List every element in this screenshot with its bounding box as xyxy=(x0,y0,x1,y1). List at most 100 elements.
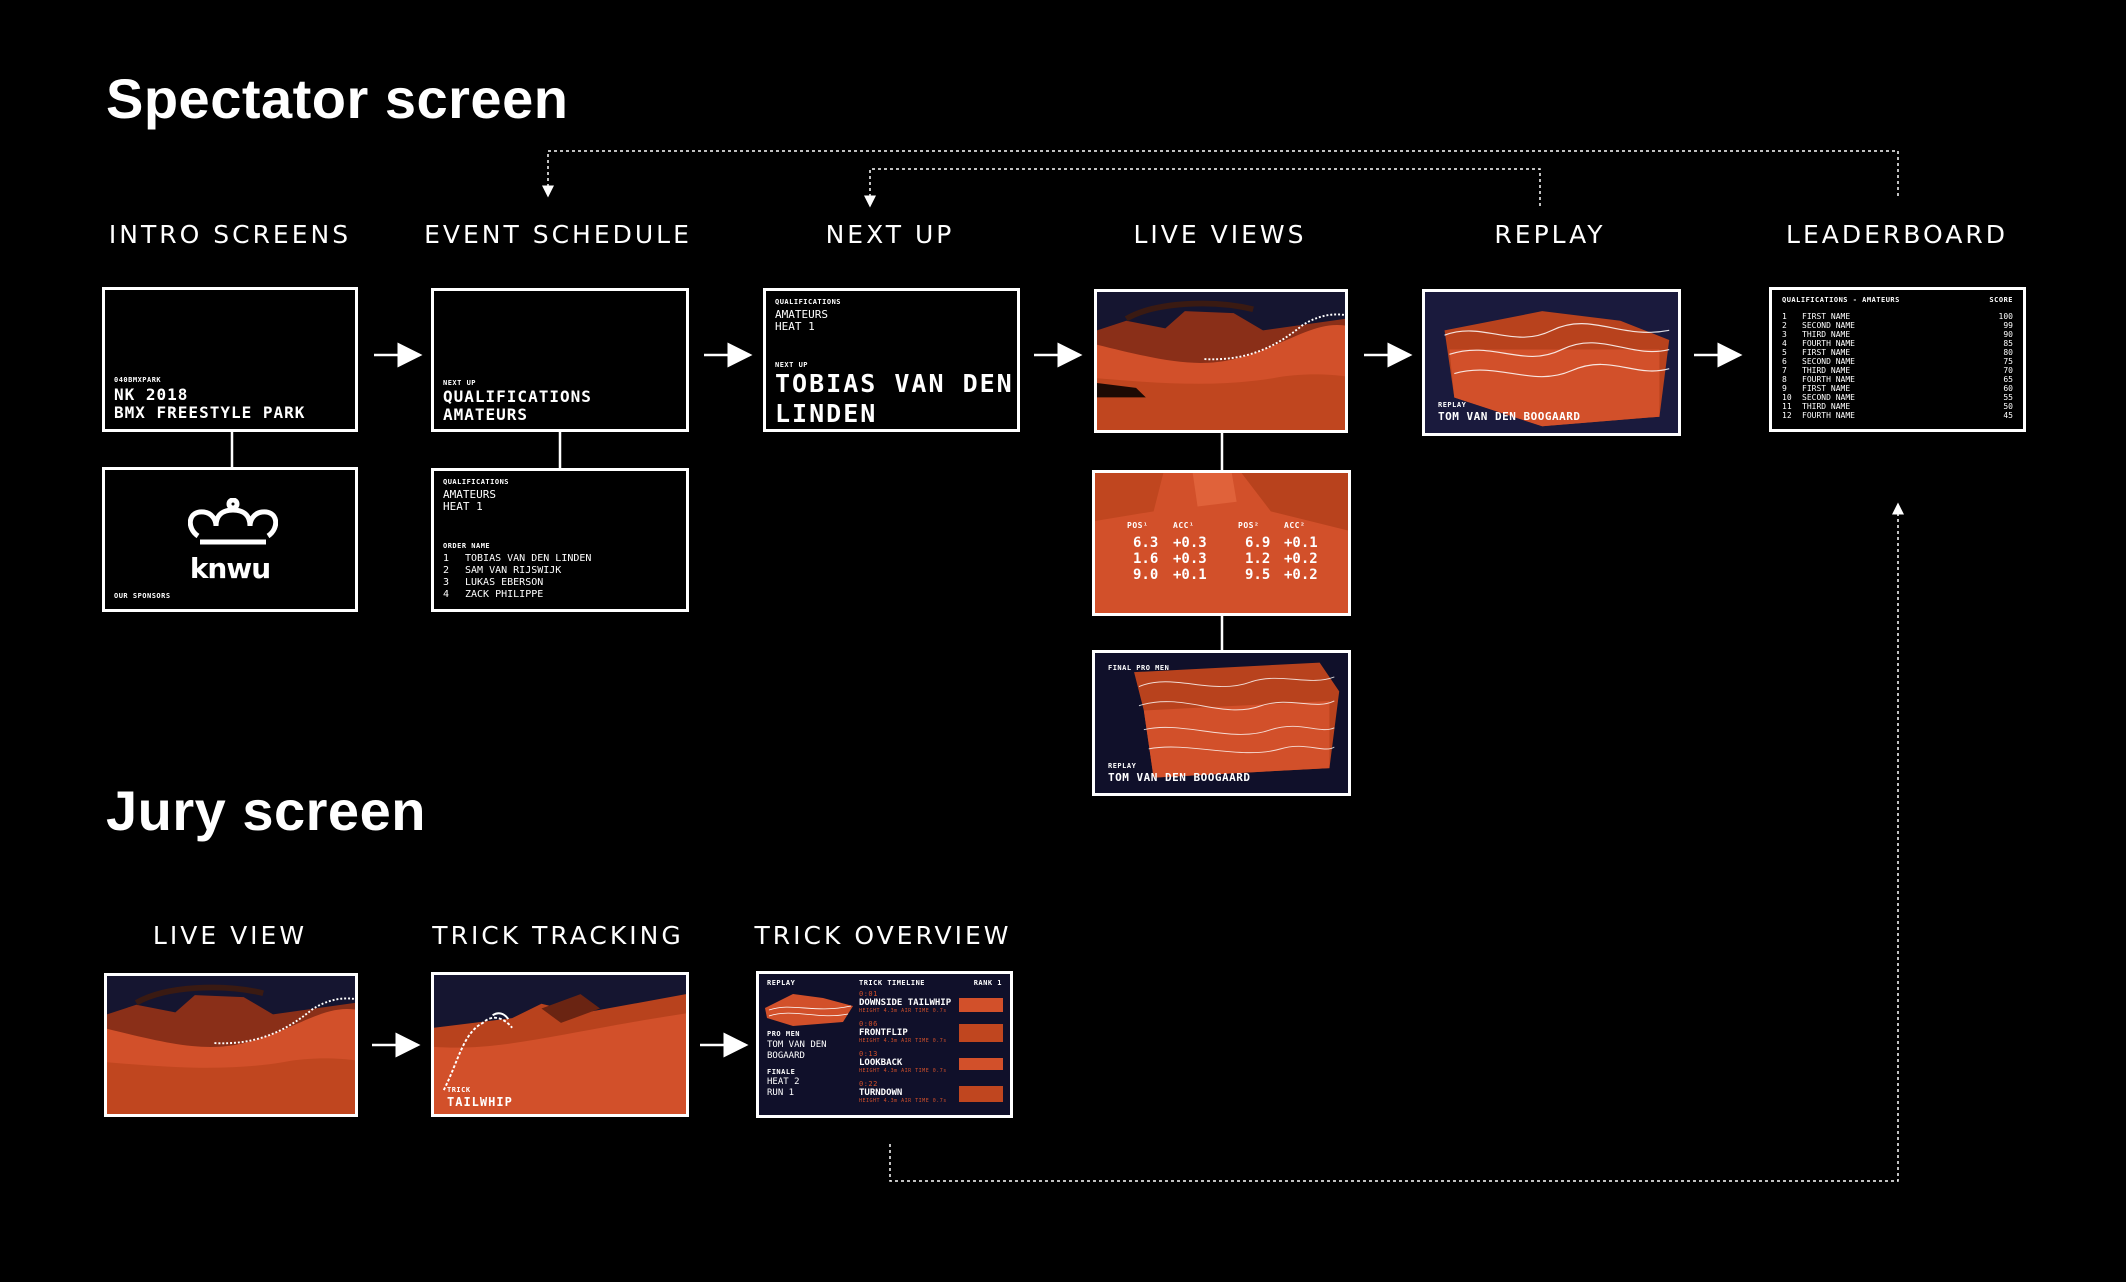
col-label-jury-live: LIVE VIEW xyxy=(152,921,308,950)
nextup-small: QUALIFICATIONS xyxy=(775,298,842,306)
stat-header-pos2: POS² xyxy=(1238,521,1260,530)
schedule2-line1: AMATEURS xyxy=(443,488,496,501)
order-header: ORDER NAME xyxy=(443,542,491,550)
schedule-small-label: NEXT UP xyxy=(443,379,477,387)
live-view-screen[interactable] xyxy=(1094,289,1348,433)
nextup-label: NEXT UP xyxy=(775,361,809,369)
schedule-screen-2[interactable]: QUALIFICATIONS AMATEURS HEAT 1 ORDER NAM… xyxy=(431,468,689,612)
jury-title: Jury screen xyxy=(106,779,426,842)
overview-run: RUN 1 xyxy=(767,1088,795,1098)
trick-tracking-scene xyxy=(434,975,686,1114)
schedule2-small: QUALIFICATIONS xyxy=(443,478,510,486)
trick-item-name[interactable]: TURNDOWN xyxy=(859,1088,903,1098)
intro-screen-sponsors[interactable]: knwu OUR SPONSORS xyxy=(102,467,358,612)
stat-header-acc2: ACC² xyxy=(1284,521,1306,530)
trick-item-name[interactable]: DOWNSIDE TAILWHIP xyxy=(859,998,952,1008)
overview-rider-small: PRO MEN xyxy=(767,1030,801,1038)
overview-replay-label: REPLAY xyxy=(767,979,796,987)
trick-tracking-screen[interactable]: TRICK TAILWHIP xyxy=(431,972,689,1117)
live-view-scene xyxy=(1097,292,1345,430)
trick-meta: HEIGHT 4.3m AIR TIME 0.7s xyxy=(859,1008,947,1014)
trick-overview-screen[interactable]: REPLAY TRICK TIMELINE RANK 1 PRO MEN TOM… xyxy=(756,971,1013,1118)
col-label-live: LIVE VIEWS xyxy=(1133,220,1307,249)
knwu-logo: knwu xyxy=(189,552,271,585)
loop-overview-to-leaderboard xyxy=(889,502,1904,1182)
live-stats-screen[interactable]: POS¹ ACC¹ POS² ACC² 6.3 +0.3 6.9 +0.1 1.… xyxy=(1092,470,1351,616)
trick-time: 0:06 xyxy=(859,1020,878,1028)
overview-rider-line1: TOM VAN DEN xyxy=(767,1040,827,1050)
schedule2-line2: HEAT 1 xyxy=(443,500,483,513)
col-label-trick-tracking: TRICK TRACKING xyxy=(432,921,684,950)
col-label-schedule: EVENT SCHEDULE xyxy=(424,220,692,249)
stat-header-acc1: ACC¹ xyxy=(1173,521,1195,530)
stat-value: 9.0 xyxy=(1133,567,1159,583)
schedule-screen-1[interactable]: NEXT UP QUALIFICATIONS AMATEURS xyxy=(431,288,689,432)
schedule-line2: AMATEURS xyxy=(443,405,529,424)
replay-screen[interactable]: REPLAY TOM VAN DEN BOOGAARD xyxy=(1422,289,1681,436)
crown-icon xyxy=(188,498,278,545)
stat-value: 1.2 xyxy=(1245,551,1271,567)
stat-value: +0.2 xyxy=(1284,551,1318,567)
stat-value: 1.6 xyxy=(1133,551,1159,567)
trick-name: TAILWHIP xyxy=(447,1095,513,1109)
intro-screen-1[interactable]: 040BMXPARK NK 2018 BMX FREESTYLE PARK xyxy=(102,287,358,432)
jury-live-view-screen[interactable] xyxy=(104,973,358,1117)
replay-scene xyxy=(1425,292,1678,433)
stat-value: +0.1 xyxy=(1284,535,1318,551)
final-replay-small: REPLAY xyxy=(1108,762,1137,770)
stat-value: +0.3 xyxy=(1173,551,1207,567)
overview-timeline-label: TRICK TIMELINE xyxy=(859,979,926,987)
nextup-line1: AMATEURS xyxy=(775,308,828,321)
intro-title-line2: BMX FREESTYLE PARK xyxy=(114,403,306,422)
nextup-screen[interactable]: QUALIFICATIONS AMATEURS HEAT 1 NEXT UP T… xyxy=(763,288,1020,432)
col-label-trick-overview: TRICK OVERVIEW xyxy=(754,921,1012,950)
final-replay-screen[interactable]: FINAL PRO MEN REPLAY TOM VAN DEN BOOGAAR… xyxy=(1092,650,1351,796)
trick-thumb xyxy=(959,1058,1003,1070)
final-replay-scene xyxy=(1095,653,1348,793)
leaderboard-title: QUALIFICATIONS - AMATEURS xyxy=(1782,296,1900,304)
overview-rider-line2: BOGAARD xyxy=(767,1051,805,1061)
stat-value: 6.9 xyxy=(1245,535,1271,551)
sponsors-label: OUR SPONSORS xyxy=(114,592,171,600)
trick-thumb xyxy=(959,998,1003,1012)
loop-leaderboard-to-schedule xyxy=(542,150,1899,198)
col-label-replay: REPLAY xyxy=(1494,220,1606,249)
trick-meta: HEIGHT 4.3m AIR TIME 0.7s xyxy=(859,1098,947,1104)
stat-value: +0.2 xyxy=(1284,567,1318,583)
intro-small-label: 040BMXPARK xyxy=(114,376,162,384)
stat-value: +0.3 xyxy=(1173,535,1207,551)
trick-thumb xyxy=(959,1024,1003,1042)
trick-meta: HEIGHT 4.3m AIR TIME 0.7s xyxy=(859,1038,947,1044)
spectator-title: Spectator screen xyxy=(106,67,569,130)
trick-small-label: TRICK xyxy=(447,1086,471,1094)
trick-item-name[interactable]: FRONTFLIP xyxy=(859,1028,908,1038)
stat-value: 6.3 xyxy=(1133,535,1159,551)
trick-time: 0:13 xyxy=(859,1050,878,1058)
nextup-name-line1: TOBIAS VAN DEN xyxy=(775,369,1014,398)
trick-time: 0:22 xyxy=(859,1080,878,1088)
nextup-line2: HEAT 1 xyxy=(775,320,815,333)
final-replay-top-label: FINAL PRO MEN xyxy=(1108,664,1170,672)
overview-replay-thumb xyxy=(765,994,853,1026)
col-label-nextup: NEXT UP xyxy=(825,220,955,249)
overview-rank-label: RANK 1 xyxy=(973,979,1002,987)
leaderboard-score-header: SCORE xyxy=(1989,296,2013,304)
trick-item-name[interactable]: LOOKBACK xyxy=(859,1058,903,1068)
overview-round-small: FINALE xyxy=(767,1068,796,1076)
